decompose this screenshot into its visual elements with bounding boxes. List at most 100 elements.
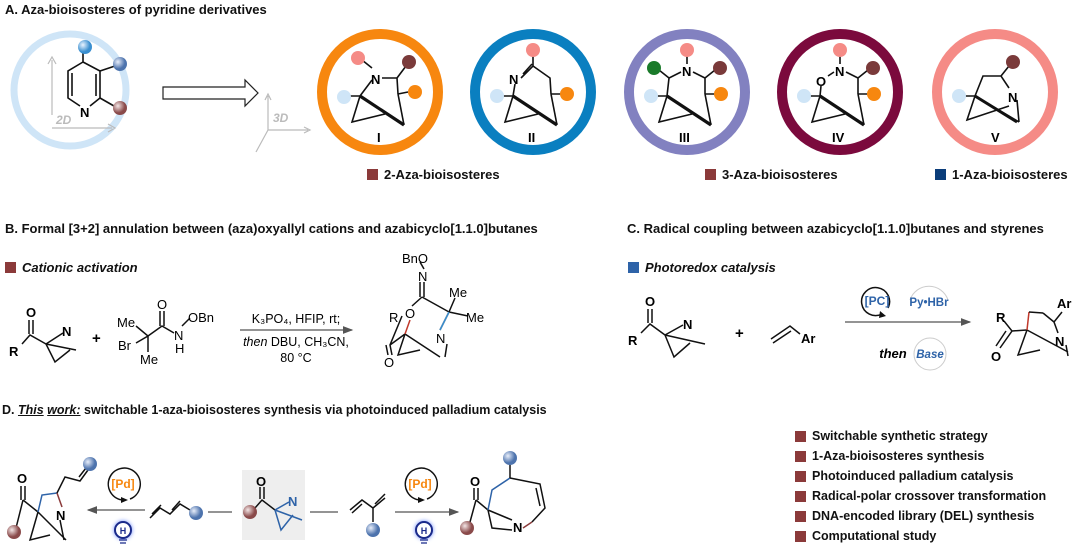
catalyst-label: [PC] xyxy=(865,294,890,308)
title-this: This xyxy=(17,403,44,417)
substituent-ball-icon xyxy=(113,101,127,115)
substituent-ball-icon xyxy=(113,57,127,71)
legend-2-aza: 2-Aza-bioisosteres xyxy=(367,167,500,182)
conditions-then: then xyxy=(243,335,267,349)
legend-1-aza: 1-Aza-bioisosteres xyxy=(935,167,1068,182)
scaffold-IV: O N IV xyxy=(777,29,903,155)
feature-text: Radical-polar crossover transformation xyxy=(812,489,1047,503)
scaffold-ring xyxy=(932,29,1058,155)
3d-axes-icon xyxy=(255,92,312,153)
pyridine-2d: 2D N xyxy=(10,30,130,150)
section-c-title: C. Radical coupling between azabicyclo[1… xyxy=(627,221,1044,236)
additive-label: Py•HBr xyxy=(909,297,949,309)
conditions-temperature: 80 °C xyxy=(280,351,311,365)
title-rest: switchable 1-aza-bioisosteres synthesis … xyxy=(80,403,547,417)
section-d-title: D. This work: switchable 1-aza-bioisoste… xyxy=(2,403,547,417)
atom-n: N xyxy=(56,508,65,523)
product-b: BnO N Me Me R O N O xyxy=(384,251,484,370)
atom-r: R xyxy=(9,344,19,359)
atom-n: N xyxy=(1008,90,1017,105)
product-d-right: O N xyxy=(460,451,546,535)
section-a-title: A. Aza-bioisosteres of pyridine derivati… xyxy=(5,2,267,17)
scaffold-ring xyxy=(317,29,443,155)
atom-obn: OBn xyxy=(188,310,214,325)
title-work: work: xyxy=(47,403,81,417)
atom-o: O xyxy=(256,474,266,489)
abb-substrate: O N xyxy=(243,474,303,532)
reactant-abb-c: R O N xyxy=(628,294,706,359)
scaffold-II: N II xyxy=(470,29,596,155)
atom-ar: Ar xyxy=(801,331,815,346)
conditions-above: K₃PO₄, HFIP, rt; xyxy=(252,312,340,326)
feature-item: Photoinduced palladium catalysis xyxy=(795,466,1046,486)
product-d-left: O N xyxy=(7,457,97,542)
feature-item: 1-Aza-bioisosteres synthesis xyxy=(795,446,1046,466)
base-label: Base xyxy=(916,349,944,361)
product-c: R Ar N O xyxy=(991,296,1071,364)
legend-square-icon xyxy=(935,169,946,180)
diene-right xyxy=(349,493,386,537)
conditions-below: then DBU, CH₃CN, xyxy=(243,335,349,349)
bullet-square-icon xyxy=(795,450,806,462)
atom-o: O xyxy=(816,74,826,89)
atom-o: O xyxy=(645,294,655,309)
atom-n: N xyxy=(80,105,89,120)
atom-r: R xyxy=(628,333,638,348)
abb-substrate-box xyxy=(242,470,305,540)
scaffold-numeral: III xyxy=(679,130,690,145)
atom-n: N xyxy=(682,64,691,79)
atom-h: H xyxy=(175,341,184,356)
hollow-arrow-icon xyxy=(162,78,259,108)
scaffold-V: N V xyxy=(932,29,1058,155)
atom-ar: Ar xyxy=(1057,296,1071,311)
atom-n: N xyxy=(436,331,445,346)
feature-text: DNA-encoded library (DEL) synthesis xyxy=(812,509,1035,523)
atom-n: N xyxy=(683,317,692,332)
bullet-square-icon xyxy=(795,510,806,522)
feature-item: Radical-polar crossover transformation xyxy=(795,486,1046,506)
atom-o: O xyxy=(405,306,415,321)
legend-label: 3-Aza-bioisosteres xyxy=(722,167,838,182)
feature-item: DNA-encoded library (DEL) synthesis xyxy=(795,506,1046,526)
atom-n: N xyxy=(509,72,518,87)
reagent-bromohydroxamate: Me Br Me O N H OBn xyxy=(117,297,214,367)
plus-sign: + xyxy=(735,325,744,342)
atom-r: R xyxy=(389,310,398,325)
legend-square-icon xyxy=(367,169,378,180)
bullet-square-icon xyxy=(795,430,806,442)
feature-item: Switchable synthetic strategy xyxy=(795,426,1046,446)
scaffold-ring xyxy=(624,29,750,155)
feature-item: Computational study xyxy=(795,526,1046,546)
pd-cycle-left-icon: [Pd] xyxy=(107,467,142,503)
atom-n: N xyxy=(174,328,183,343)
diene-left xyxy=(149,500,203,520)
atom-n: N xyxy=(418,269,427,284)
feature-list: Switchable synthetic strategy 1-Aza-bioi… xyxy=(795,426,1046,546)
substituent-ball-icon xyxy=(78,40,92,54)
feature-text: Switchable synthetic strategy xyxy=(812,429,988,443)
bullet-square-icon xyxy=(795,470,806,482)
bullet-square-icon xyxy=(795,530,806,542)
pc-cycle-icon xyxy=(860,286,891,318)
catalyst-label: [Pd] xyxy=(111,477,134,491)
section-b-title: B. Formal [3+2] annulation between (aza)… xyxy=(5,221,538,236)
atom-n: N xyxy=(371,72,380,87)
legend-square-icon xyxy=(705,169,716,180)
feature-text: 1-Aza-bioisosteres synthesis xyxy=(812,449,985,463)
pd-cycle-right-icon: [Pd] xyxy=(404,467,439,503)
base-circle-icon xyxy=(913,337,947,371)
scaffold-numeral: IV xyxy=(832,130,845,145)
atom-n: N xyxy=(288,494,297,509)
catalyst-label: [Pd] xyxy=(408,477,431,491)
atom-me: Me xyxy=(449,285,467,300)
atom-me: Me xyxy=(140,352,158,367)
atom-o: O xyxy=(384,355,394,370)
atom-n: N xyxy=(513,520,522,535)
label-3d: 3D xyxy=(273,111,289,125)
atom-o: O xyxy=(26,305,36,320)
atom-o: O xyxy=(157,297,167,312)
scaffold-numeral: II xyxy=(528,130,535,145)
mode-square-icon xyxy=(5,262,16,273)
light-bulb-icon: H xyxy=(114,521,132,544)
